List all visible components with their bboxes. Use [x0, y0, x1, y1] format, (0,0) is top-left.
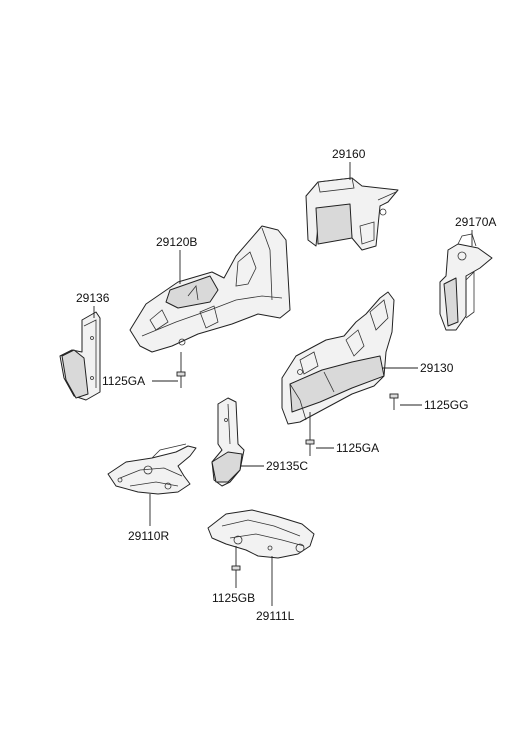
part-29130: [281, 291, 395, 425]
part-29136: [59, 311, 101, 401]
label-29111l: 29111L: [256, 609, 295, 623]
bolt-1125ga-left: [176, 352, 186, 388]
label-29160: 29160: [332, 147, 366, 161]
bolt-1125gg: [389, 393, 399, 410]
part-29111l: [207, 509, 315, 559]
label-1125gg: 1125GG: [424, 398, 468, 412]
part-29135c: [211, 397, 245, 487]
label-1125ga-left: 1125GA: [102, 374, 145, 388]
part-29170a: [439, 233, 493, 331]
label-29130: 29130: [420, 361, 454, 375]
label-29135c: 29135C: [266, 459, 308, 473]
bolt-1125ga-right: [305, 412, 315, 456]
part-29160: [305, 177, 399, 251]
label-29120b: 29120B: [156, 235, 197, 249]
bolt-1125gb: [231, 546, 241, 588]
part-29120b: [129, 225, 291, 353]
part-29110r: [107, 443, 197, 495]
label-29110r: 29110R: [128, 529, 169, 543]
label-29136: 29136: [76, 291, 110, 305]
label-1125gb: 1125GB: [212, 591, 255, 605]
label-1125ga-right: 1125GA: [336, 441, 379, 455]
label-29170a: 29170A: [455, 215, 496, 229]
